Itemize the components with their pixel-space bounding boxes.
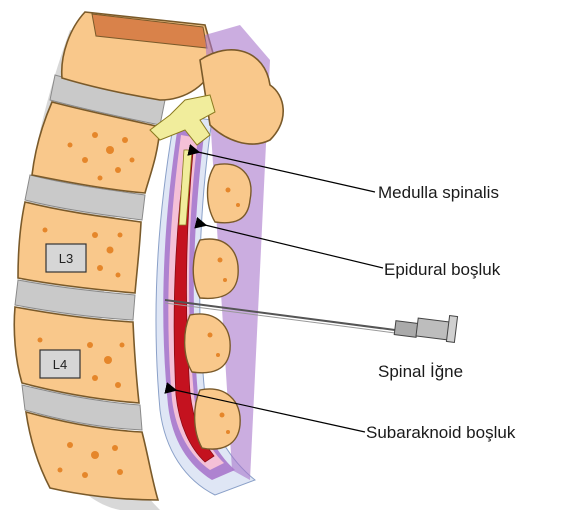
spinous-process (208, 164, 251, 223)
spinous-processes (185, 25, 284, 480)
label-spinal-needle: Spinal İğne (378, 362, 463, 381)
label-medulla-spinalis: Medulla spinalis (378, 183, 499, 202)
needle-cap (446, 316, 457, 343)
vertebra-label-l3-text: L3 (59, 251, 73, 266)
needle-hub (394, 321, 418, 338)
label-subarachnoid-space: Subaraknoid boşluk (366, 423, 516, 442)
needle-barrel (416, 318, 450, 340)
vertebra-label-l4-text: L4 (53, 357, 67, 372)
vertebra-label-l3: L3 (46, 244, 86, 272)
spinous-process (193, 239, 238, 298)
label-epidural-space: Epidural boşluk (384, 260, 501, 279)
vertebra-label-l4: L4 (40, 350, 80, 378)
